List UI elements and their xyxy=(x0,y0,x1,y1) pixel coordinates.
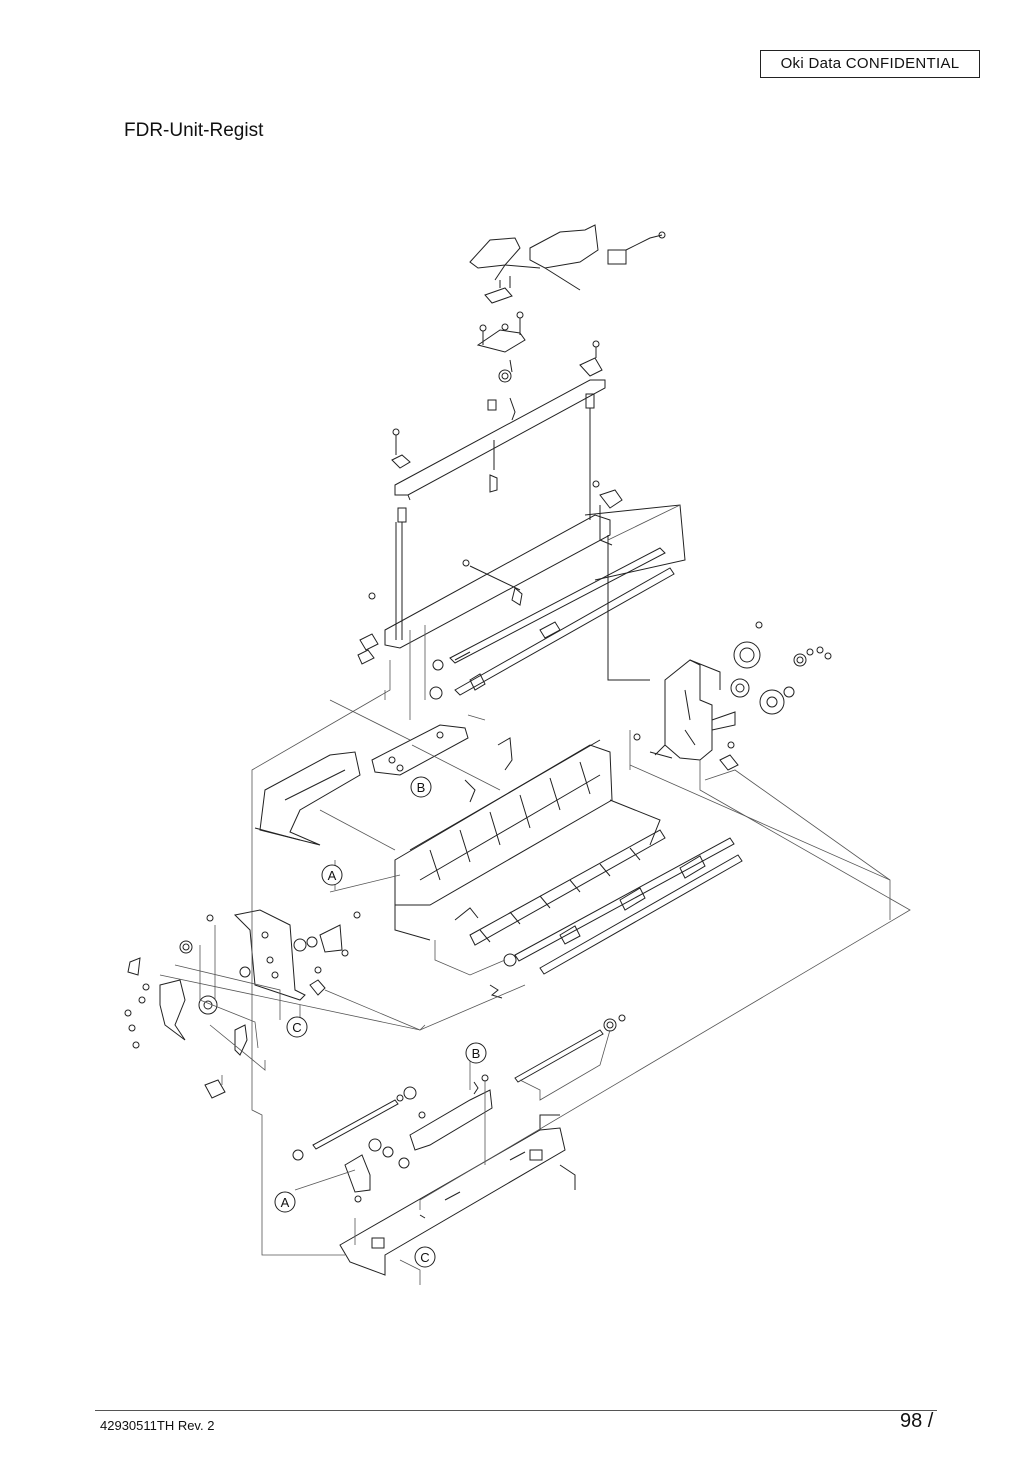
left-guide-chute xyxy=(254,751,361,846)
svg-text:B: B xyxy=(417,780,426,795)
callout-a-lower: A xyxy=(274,1191,296,1213)
center-guide-assembly xyxy=(394,739,661,941)
upper-roller-1 xyxy=(432,547,666,671)
callout-a-upper: A xyxy=(321,864,343,886)
upper-roller-2 xyxy=(429,567,675,700)
page-title: FDR-Unit-Regist xyxy=(124,120,264,141)
sensor-board xyxy=(371,724,513,803)
right-gears xyxy=(730,621,832,715)
callout-b-upper: B xyxy=(410,776,432,798)
top-sensor-assembly xyxy=(469,224,666,421)
svg-text:C: C xyxy=(420,1250,429,1265)
svg-text:A: A xyxy=(281,1195,290,1210)
lower-roller-2 xyxy=(539,854,743,975)
callout-b-lower: B xyxy=(465,1042,487,1064)
bottom-bracket xyxy=(344,1074,493,1203)
guide-rail xyxy=(469,829,666,946)
upper-frame xyxy=(391,340,606,640)
left-gears xyxy=(124,911,361,1099)
svg-text:A: A xyxy=(328,868,337,883)
callout-c-lower: C xyxy=(414,1246,436,1268)
middle-frame xyxy=(357,480,686,681)
svg-text:C: C xyxy=(292,1020,301,1035)
top-right-shaft xyxy=(514,1014,626,1083)
leader-lines xyxy=(159,504,911,1285)
document-id: 42930511TH Rev. 2 xyxy=(100,1418,215,1433)
right-side-plate xyxy=(633,659,739,771)
bottom-frame xyxy=(339,1114,576,1276)
page-number: 98 / xyxy=(900,1410,934,1432)
lower-roller-1 xyxy=(503,837,735,967)
footer-rule xyxy=(95,1410,937,1411)
svg-text:B: B xyxy=(472,1046,481,1061)
bottom-shaft xyxy=(292,1086,417,1161)
callout-c-upper: C xyxy=(286,1016,308,1038)
left-side-plate xyxy=(233,909,326,1001)
confidential-label: Oki Data CONFIDENTIAL xyxy=(760,50,980,78)
